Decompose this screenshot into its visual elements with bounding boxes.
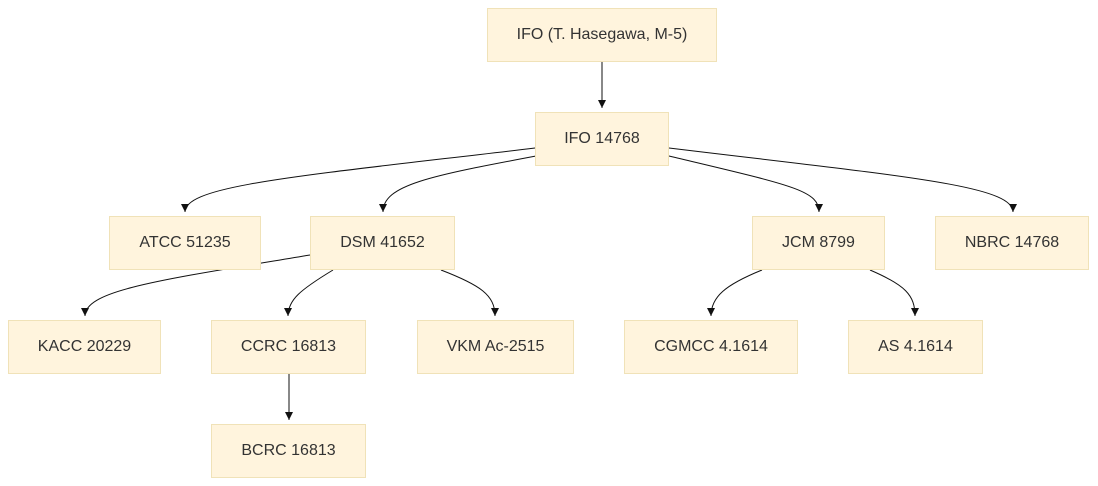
edge-ifo-to-nbrc: [668, 147, 1017, 213]
node-kacc-20229: KACC 20229: [8, 320, 161, 374]
node-as-4-1614: AS 4.1614: [848, 320, 983, 374]
node-nbrc-14768: NBRC 14768: [935, 216, 1089, 270]
edge-dsm-to-ccrc: [284, 269, 334, 317]
node-ifo-hasegawa-m5: IFO (T. Hasegawa, M-5): [487, 8, 717, 62]
node-vkm-ac-2515: VKM Ac-2515: [417, 320, 574, 374]
node-dsm-41652: DSM 41652: [310, 216, 455, 270]
edge-jcm-to-as: [869, 269, 919, 317]
node-bcrc-16813: BCRC 16813: [211, 424, 366, 478]
node-ifo-14768: IFO 14768: [535, 112, 669, 166]
node-atcc-51235: ATCC 51235: [109, 216, 261, 270]
edge-ifo-to-jcm: [668, 155, 823, 213]
edge-jcm-to-cgmcc: [707, 269, 763, 317]
edge-ifo-to-dsm: [379, 155, 537, 213]
edge-ifo-to-atcc: [181, 147, 536, 213]
node-cgmcc-4-1614: CGMCC 4.1614: [624, 320, 798, 374]
node-jcm-8799: JCM 8799: [752, 216, 885, 270]
node-ccrc-16813: CCRC 16813: [211, 320, 366, 374]
edge-dsm-to-vkm: [440, 269, 499, 317]
